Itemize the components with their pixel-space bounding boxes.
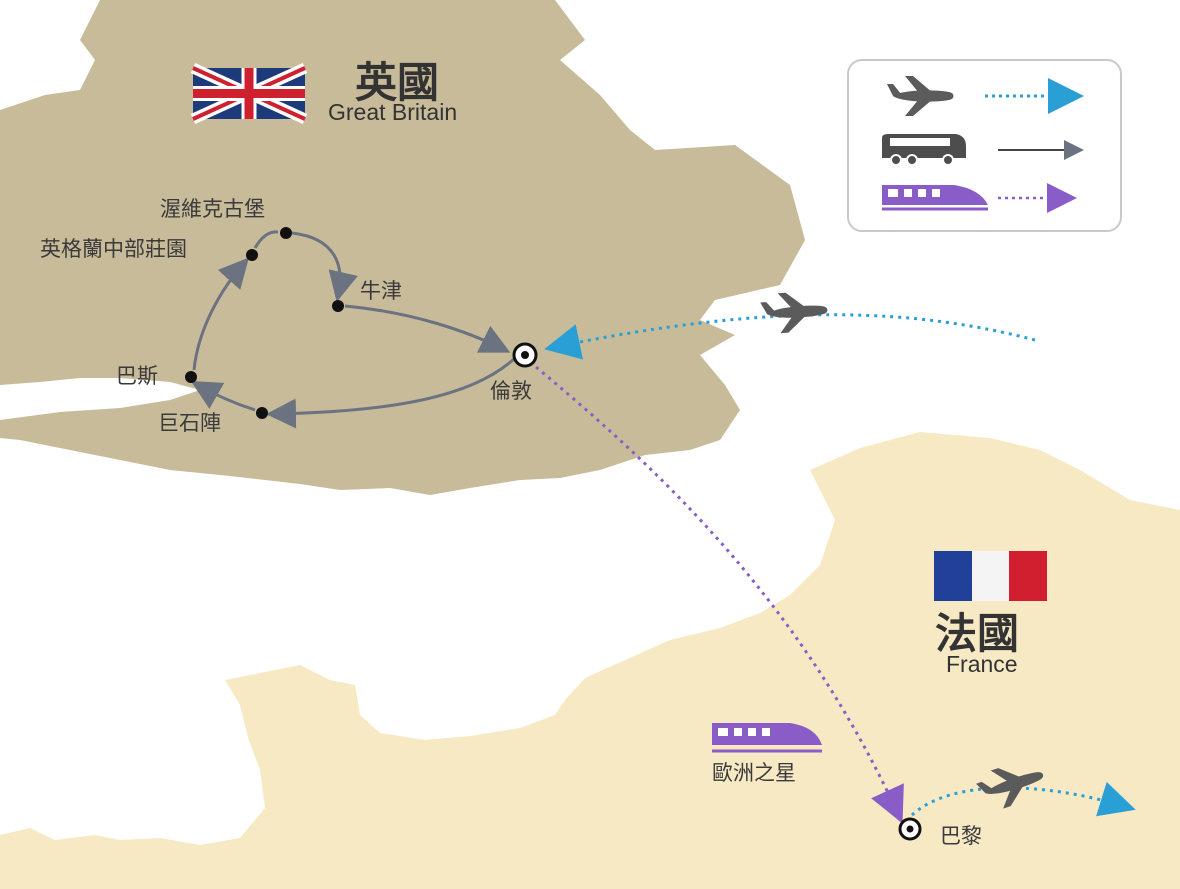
city-label-cotswolds: 英格蘭中部莊園 [40, 237, 187, 261]
city-marker-oxford [332, 300, 344, 312]
france-landmass [0, 432, 1180, 889]
eurostar-train-icon [712, 723, 822, 753]
bus-route [190, 230, 517, 429]
city-label-stonehenge: 巨石陣 [158, 411, 221, 435]
france-flag-icon [934, 551, 1047, 601]
uk-name-en: Great Britain [328, 99, 457, 125]
city-marker-cotswolds [246, 249, 258, 261]
city-label-london: 倫敦 [490, 379, 532, 403]
city-marker-paris [898, 817, 922, 841]
bus-icon [882, 134, 966, 166]
city-marker-warwick [280, 227, 292, 239]
city-marker-stonehenge [256, 407, 268, 419]
city-label-paris: 巴黎 [940, 824, 982, 848]
uk-flag-icon [190, 62, 308, 125]
eurostar-route [529, 360, 904, 824]
flight-route-london [544, 313, 1036, 360]
uk-name-zh: 英國 [355, 58, 439, 107]
city-label-warwick: 渥維克古堡 [160, 197, 265, 221]
eurostar-label: 歐洲之星 [712, 761, 796, 785]
legend [847, 59, 1122, 232]
city-label-bath: 巴斯 [116, 364, 158, 388]
city-marker-bath [185, 371, 197, 383]
france-name-en: France [946, 651, 1018, 677]
city-marker-london [512, 342, 538, 368]
city-label-oxford: 牛津 [360, 279, 402, 303]
train-icon [882, 185, 988, 211]
uk-landmass [0, 0, 805, 495]
france-name-zh: 法國 [935, 609, 1019, 658]
